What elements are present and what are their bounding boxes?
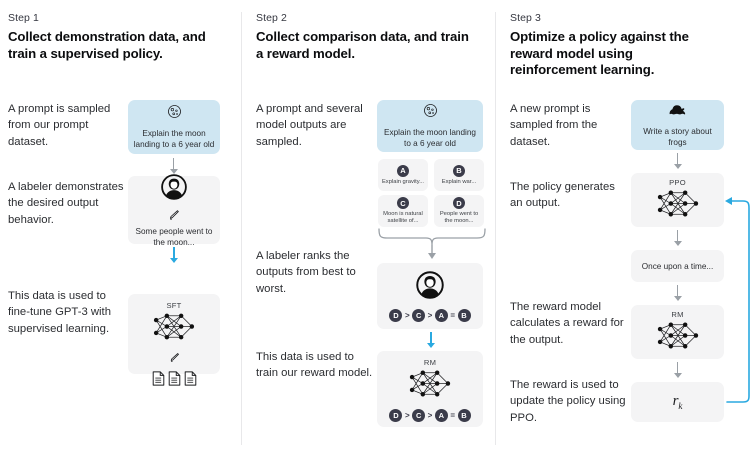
- avatar-icon: [415, 270, 445, 305]
- documents-icon: [152, 371, 197, 386]
- arrow-rm-to-reward: [673, 362, 682, 378]
- step-1-labeler-box[interactable]: Some people went to the moon...: [128, 173, 220, 247]
- arrow-prompt-to-ppo: [673, 153, 682, 169]
- step-3-ppo-title: PPO: [669, 178, 686, 187]
- option-text: Moon is natural satellite of...: [383, 211, 423, 224]
- step-2-paragraph-1: A prompt and several model outputs are s…: [256, 103, 363, 148]
- arrow-ranking-to-rm: [426, 332, 435, 348]
- step-1-sft-box[interactable]: SFT: [128, 294, 220, 386]
- step-1-labeler-caption: Some people went to the moon...: [135, 226, 213, 247]
- step-3-column: Step 3 Optimize a policy against the rew…: [495, 0, 750, 453]
- step-3-prompt-caption: Write a story about frogs: [643, 126, 712, 147]
- step-3-rm-title: RM: [671, 310, 684, 319]
- ppo-feedback-loop: [721, 195, 750, 407]
- option-badge: C: [397, 197, 409, 209]
- step-2-rm-box[interactable]: RM: [377, 351, 483, 427]
- step-1-paragraph-2: A labeler demonstrates the desired outpu…: [8, 181, 124, 226]
- step-3-title: Optimize a policy against the reward mod…: [510, 29, 689, 77]
- options-merge-bracket: [374, 228, 490, 266]
- step-2-prompt-caption: Explain the moon landing to a 6 year old: [384, 128, 476, 148]
- option-badge: B: [453, 164, 465, 177]
- step-1-label: Step 1: [8, 12, 39, 24]
- step-2-paragraph-3: This data is used to train our reward mo…: [256, 351, 373, 380]
- step-3-output-caption: Once upon a time...: [641, 261, 714, 271]
- step-3-reward-box[interactable]: rk: [631, 382, 724, 422]
- step-1-prompt-box[interactable]: Explain the moon landing to a 6 year old: [128, 100, 220, 154]
- pencil-icon: [169, 350, 180, 368]
- step-3-ppo-box[interactable]: PPO: [631, 173, 724, 227]
- option-badge: A: [397, 164, 409, 177]
- rank-operator: >: [404, 411, 410, 420]
- step-2-rm-ranking: D > C > A = B: [389, 409, 471, 422]
- step-2-labeler-box[interactable]: D > C > A = B: [377, 263, 483, 329]
- step-3-rm-box[interactable]: RM: [631, 305, 724, 359]
- rank-badge: C: [412, 409, 426, 422]
- step-3-output-box[interactable]: Once upon a time...: [631, 250, 724, 282]
- reward-symbol-subscript: k: [678, 401, 683, 411]
- step-1-sft-title: SFT: [166, 301, 182, 310]
- step-1-prompt-caption: Explain the moon landing to a 6 year old: [133, 129, 215, 149]
- option-card-d[interactable]: D People went to the moon...: [434, 195, 484, 227]
- reward-symbol-letter: r: [672, 393, 679, 409]
- rank-operator: >: [404, 311, 410, 320]
- arrow-ppo-to-output: [673, 230, 682, 246]
- moon-icon: [423, 103, 438, 123]
- step-3-paragraph-1: A new prompt is sampled from the dataset…: [510, 103, 598, 148]
- step-1-column: Step 1 Collect demonstration data, and t…: [0, 0, 241, 453]
- rank-badge: A: [434, 409, 448, 422]
- option-card-b[interactable]: B Explain war...: [434, 159, 484, 191]
- option-text: Explain gravity...: [381, 178, 425, 185]
- step-2-column: Step 2 Collect comparison data, and trai…: [241, 0, 495, 453]
- option-text: People went to the moon...: [439, 211, 479, 224]
- column-divider-2: [495, 12, 496, 445]
- step-1-paragraph-3: This data is used to fine-tune GPT-3 wit…: [8, 290, 111, 335]
- rank-badge: D: [389, 409, 403, 422]
- rank-operator: =: [450, 311, 455, 320]
- step-3-paragraph-3: The reward model calculates a reward for…: [510, 301, 624, 346]
- rank-operator: >: [427, 311, 433, 320]
- step-2-label: Step 2: [256, 12, 287, 24]
- arrow-labeler-to-sft: [169, 247, 178, 263]
- step-2-options-grid: A Explain gravity... B Explain war... C …: [378, 159, 484, 227]
- option-badge: D: [453, 197, 465, 209]
- rank-operator: =: [450, 411, 455, 420]
- rank-badge: A: [434, 309, 448, 322]
- neural-network-icon: [652, 187, 704, 225]
- option-text: Explain war...: [441, 178, 477, 185]
- step-2-paragraph-2: A labeler ranks the outputs from best to…: [256, 250, 356, 295]
- rank-badge: B: [457, 409, 471, 422]
- avatar-icon: [160, 173, 188, 206]
- step-3-prompt-box[interactable]: Write a story about frogs: [631, 100, 724, 150]
- step-2-rm-title: RM: [423, 358, 437, 367]
- pencil-icon: [168, 208, 180, 226]
- frog-icon: [668, 103, 688, 121]
- step-1-title: Collect demonstration data, and train a …: [8, 29, 206, 61]
- rank-badge: D: [389, 309, 403, 322]
- step-3-paragraph-4: The reward is used to update the policy …: [510, 379, 626, 424]
- step-2-labeler-ranking: D > C > A = B: [389, 309, 471, 322]
- rank-operator: >: [427, 411, 433, 420]
- step-2-title: Collect comparison data, and train a rew…: [256, 29, 469, 61]
- rank-badge: B: [457, 309, 471, 322]
- step-1-paragraph-1: A prompt is sampled from our prompt data…: [8, 103, 111, 148]
- step-3-label: Step 3: [510, 12, 541, 24]
- neural-network-icon: [149, 310, 199, 348]
- neural-network-icon: [404, 367, 456, 405]
- option-card-a[interactable]: A Explain gravity...: [378, 159, 428, 191]
- step-3-paragraph-2: The policy generates an output.: [510, 181, 615, 210]
- option-card-c[interactable]: C Moon is natural satellite of...: [378, 195, 428, 227]
- neural-network-icon: [652, 319, 704, 357]
- step-2-prompt-box[interactable]: Explain the moon landing to a 6 year old: [377, 100, 483, 152]
- column-divider-1: [241, 12, 242, 445]
- moon-icon: [167, 104, 182, 124]
- reward-symbol: rk: [673, 393, 683, 411]
- rank-badge: C: [412, 309, 426, 322]
- arrow-prompt-to-labeler: [169, 158, 178, 174]
- arrow-output-to-rm: [673, 285, 682, 301]
